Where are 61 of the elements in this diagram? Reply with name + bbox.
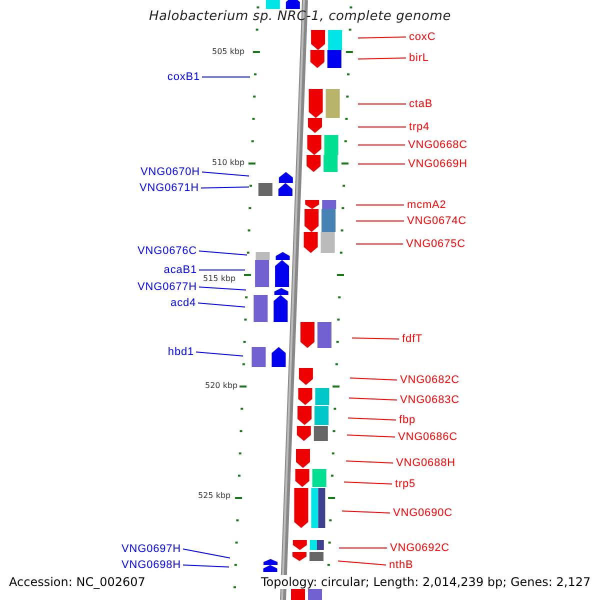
leader-line: [182, 548, 230, 558]
gene-label: trp4: [409, 120, 430, 134]
gene-label: VNG0675C: [406, 237, 466, 251]
gene-label: VNG0671H: [140, 181, 199, 195]
scale-label: 510 kbp: [212, 158, 245, 168]
gene-label: fbp: [399, 413, 416, 427]
gene-label: VNG0686C: [398, 430, 458, 444]
gene-label: coxB1: [167, 70, 200, 84]
leader-line: [342, 510, 390, 514]
gene-label: VNG0690C: [393, 506, 452, 520]
scale-label: 520 kbp: [205, 381, 238, 391]
leader-line: [200, 186, 250, 188]
gene-label: VNG0692C: [390, 541, 450, 555]
leader-line: [348, 398, 398, 400]
leader-line: [348, 418, 396, 420]
gene-label: fdfT: [402, 332, 423, 346]
leader-line: [182, 564, 230, 568]
gene-label: VNG0674C: [407, 214, 466, 228]
footer-text: Topology: circular; Length: 2,014,239 bp; Genes: 2,127: [261, 575, 591, 589]
gene-label: VNG0668C: [408, 138, 468, 152]
gene-label: VNG0683C: [400, 393, 460, 407]
gene-label: VNG0688H: [396, 456, 456, 470]
gene-label: VNG0698H: [122, 558, 181, 572]
gene-label: acd4: [170, 296, 196, 310]
leader-line: [202, 172, 250, 176]
scale-label: 505 kbp: [212, 47, 245, 57]
leader-line: [338, 560, 386, 566]
gene-label: coxC: [409, 30, 436, 44]
leader-line: [198, 250, 248, 256]
gene-label: hbd1: [168, 345, 194, 359]
scale-label: 515 kbp: [203, 274, 236, 284]
gene-label: VNG0697H: [122, 542, 181, 556]
leader-line: [358, 58, 406, 60]
leader-line: [346, 434, 396, 438]
gene-label: trp5: [395, 477, 416, 491]
leader-line: [356, 220, 404, 222]
diagram-title: Halobacterium sp. NRC-1, complete genome: [148, 9, 452, 25]
leader-line: [350, 378, 398, 380]
leader-line: [198, 302, 246, 308]
leader-line: [346, 460, 394, 464]
gene-label: ctaB: [409, 97, 433, 111]
leader-line: [198, 286, 246, 290]
footer-text: Accession: NC_002607: [9, 575, 146, 589]
gene-label: VNG0682C: [400, 373, 460, 387]
gene-label: VNG0669H: [408, 157, 468, 171]
leader-line: [358, 126, 406, 128]
gene-label: nthB: [389, 558, 414, 572]
gene-label: VNG0676C: [138, 244, 197, 258]
leader-line: [358, 36, 406, 38]
leader-line: [358, 144, 406, 146]
leader-line: [202, 76, 250, 78]
leader-line: [356, 204, 404, 206]
gene-label: mcmA2: [407, 198, 446, 212]
gene-label: VNG0670H: [140, 165, 200, 179]
leader-line: [344, 482, 392, 484]
leader-line: [352, 338, 400, 340]
gene-label: birL: [409, 51, 429, 65]
gene-label: VNG0677H: [138, 280, 197, 294]
leader-line: [196, 352, 244, 356]
gene-label: acaB1: [164, 263, 197, 277]
scale-label: 525 kbp: [198, 491, 231, 501]
